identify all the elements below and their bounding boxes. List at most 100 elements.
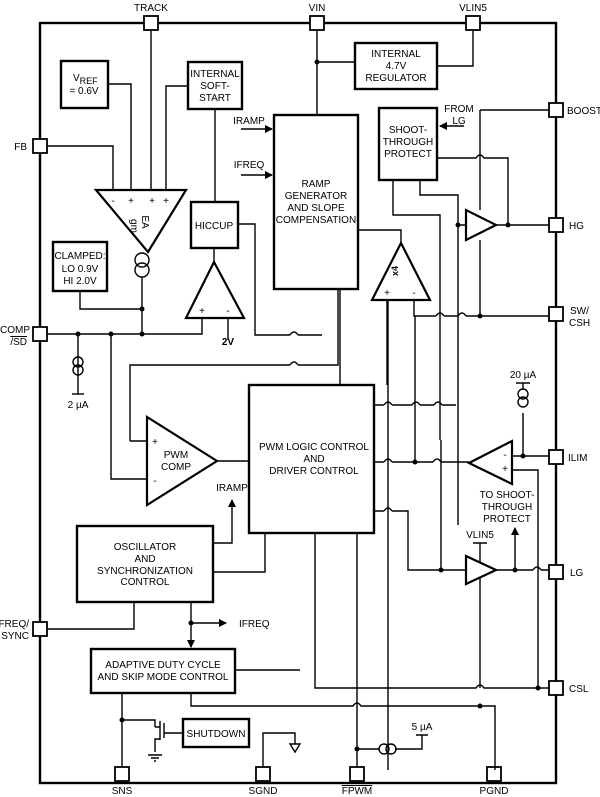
pin-vin-label: VIN: [309, 3, 326, 14]
pin-sns-label: SNS: [112, 786, 133, 797]
soft-start-line2: SOFT-: [200, 81, 229, 92]
pin-freq-label: FREQ/: [0, 619, 29, 630]
pin-sgnd-label: SGND: [249, 786, 278, 797]
ea-label: EA: [139, 215, 150, 229]
pin-csl-label: CSL: [569, 684, 589, 695]
pin-fpwm-label: FPWM: [342, 786, 373, 797]
soft-start-block: INTERNAL SOFT- START: [186, 60, 244, 111]
pin-hg: HG: [548, 217, 584, 233]
pin-csh-label: CSH: [569, 318, 590, 329]
regulator-line3: REGULATOR: [365, 73, 426, 84]
ramp-line2: GENERATOR: [285, 191, 347, 202]
ground-icon: [148, 754, 162, 762]
pwm-logic-line2: AND: [303, 454, 324, 465]
pin-comp-sd: COMP /SD: [0, 325, 48, 348]
shoot-through-line3: PROTECT: [384, 149, 432, 160]
adaptive-line2: AND SKIP MODE CONTROL: [98, 672, 229, 683]
package-outline: [38, 21, 558, 785]
regulator-block: INTERNAL 4.7V REGULATOR: [353, 41, 439, 91]
hiccup-block: HICCUP: [189, 200, 240, 250]
current-source-5ua-icon: [378, 743, 390, 755]
pin-lg-label: LG: [570, 568, 584, 579]
adaptive-duty-cycle-block: ADAPTIVE DUTY CYCLE AND SKIP MODE CONTRO…: [89, 647, 237, 695]
pin-pgnd: PGND: [480, 766, 508, 797]
ifreq-label-top: IFREQ: [234, 160, 265, 171]
shutdown-mosfet-icon: [122, 719, 183, 762]
vref-label: VREF: [73, 73, 98, 86]
ea-plus-2: +: [149, 196, 155, 207]
pwm-logic-block: PWM LOGIC CONTROL AND DRIVER CONTROL: [247, 383, 376, 535]
ea-plus-1: +: [128, 196, 134, 207]
adaptive-line1: ADAPTIVE DUTY CYCLE: [105, 660, 221, 671]
soft-start-line3: START: [199, 93, 231, 104]
ramp-line3: AND SLOPE: [287, 203, 345, 214]
pin-sync-label: SYNC: [1, 631, 29, 642]
pwm-logic-line1: PWM LOGIC CONTROL: [259, 442, 369, 453]
pin-sw-csh: SW/ CSH: [548, 306, 590, 329]
shoot-through-line2: THROUGH: [383, 137, 434, 148]
current-20ua-label: 20 µA: [510, 370, 537, 381]
pin-boost: BOOST: [548, 102, 600, 118]
current-source-icon: [134, 252, 150, 268]
gm-label: gm: [128, 219, 139, 233]
pin-vlin5-label: VLIN5: [459, 3, 487, 14]
pin-track: TRACK: [134, 3, 168, 31]
iramp-label-bottom: IRAMP: [216, 483, 248, 494]
regulator-line2: 4.7V: [386, 61, 407, 72]
regulator-line1: INTERNAL: [371, 49, 421, 60]
x4-current-amp: + - x4: [370, 240, 432, 302]
ramp-generator-block: RAMP GENERATOR AND SLOPE COMPENSATION: [272, 113, 360, 291]
oscillator-line1: OSCILLATOR: [114, 542, 176, 553]
ifreq-label-bottom: IFREQ: [239, 619, 270, 630]
ilim-comp-minus: -: [503, 450, 506, 461]
hiccup-comparator: + - 2V: [184, 259, 246, 348]
pin-freq-sync: FREQ/ SYNC: [0, 619, 48, 642]
pwm-comp-plus: +: [152, 437, 158, 448]
pin-comp-label: COMP: [0, 325, 30, 336]
pin-lg: LG: [548, 564, 584, 580]
hiccup-label: HICCUP: [195, 221, 234, 232]
to-shoot-through-line1: TO SHOOT-: [480, 490, 535, 501]
pin-fb: FB: [14, 138, 48, 154]
ea-minus: -: [111, 196, 114, 207]
clamped-line1: CLAMPED:: [54, 251, 105, 262]
soft-start-line1: INTERNAL: [190, 69, 240, 80]
current-5ua-label: 5 µA: [412, 722, 433, 733]
shutdown-block: SHUTDOWN: [181, 717, 251, 749]
hiccup-comp-plus: +: [199, 306, 205, 317]
vlin5-supply-label: VLIN5: [466, 530, 494, 541]
shoot-through-protect-block: SHOOT- THROUGH PROTECT: [377, 106, 439, 182]
pin-hg-label: HG: [569, 221, 584, 232]
oscillator-block: OSCILLATOR AND SYNCHRONIZATION CONTROL: [75, 524, 215, 604]
pin-boost-label: BOOST: [567, 106, 600, 117]
pin-sw-label: SW/: [570, 306, 589, 317]
pin-csl: CSL: [548, 680, 589, 696]
shoot-through-line1: SHOOT-: [389, 125, 427, 136]
to-shoot-through-line3: PROTECT: [483, 514, 531, 525]
pin-fb-label: FB: [14, 142, 27, 153]
pin-ilim-label: ILIM: [568, 453, 587, 464]
x4-label: x4: [390, 266, 400, 276]
vref-value: = 0.6V: [69, 86, 99, 97]
x4-plus: +: [384, 288, 390, 299]
vref-block: VREF = 0.6V: [59, 59, 110, 110]
error-amplifier: - + + + EA gm: [93, 188, 188, 278]
oscillator-line3: SYNCHRONIZATION: [97, 566, 193, 577]
pwm-comp-line1: PWM: [164, 450, 188, 461]
oscillator-line4: CONTROL: [121, 577, 170, 588]
wires: FROM LG IRAMP IFREQ 20 µA TO S: [47, 30, 549, 770]
from-lg-line2: LG: [452, 116, 466, 127]
x4-minus: -: [412, 288, 415, 299]
ea-plus-3: +: [163, 196, 169, 207]
current-2ua-label: 2 µA: [68, 400, 89, 411]
hg-driver: [464, 208, 499, 242]
clamped-block: CLAMPED: LO 0.9V HI 2.0V: [51, 240, 109, 293]
signal-ground-icon: [288, 743, 302, 754]
pin-track-label: TRACK: [134, 3, 168, 14]
ramp-line4: COMPENSATION: [276, 215, 356, 226]
to-shoot-through-line2: THROUGH: [482, 502, 533, 513]
pin-vin: VIN: [309, 3, 326, 31]
pwm-comp-minus: -: [153, 476, 156, 487]
clamped-line3: HI 2.0V: [63, 276, 97, 287]
